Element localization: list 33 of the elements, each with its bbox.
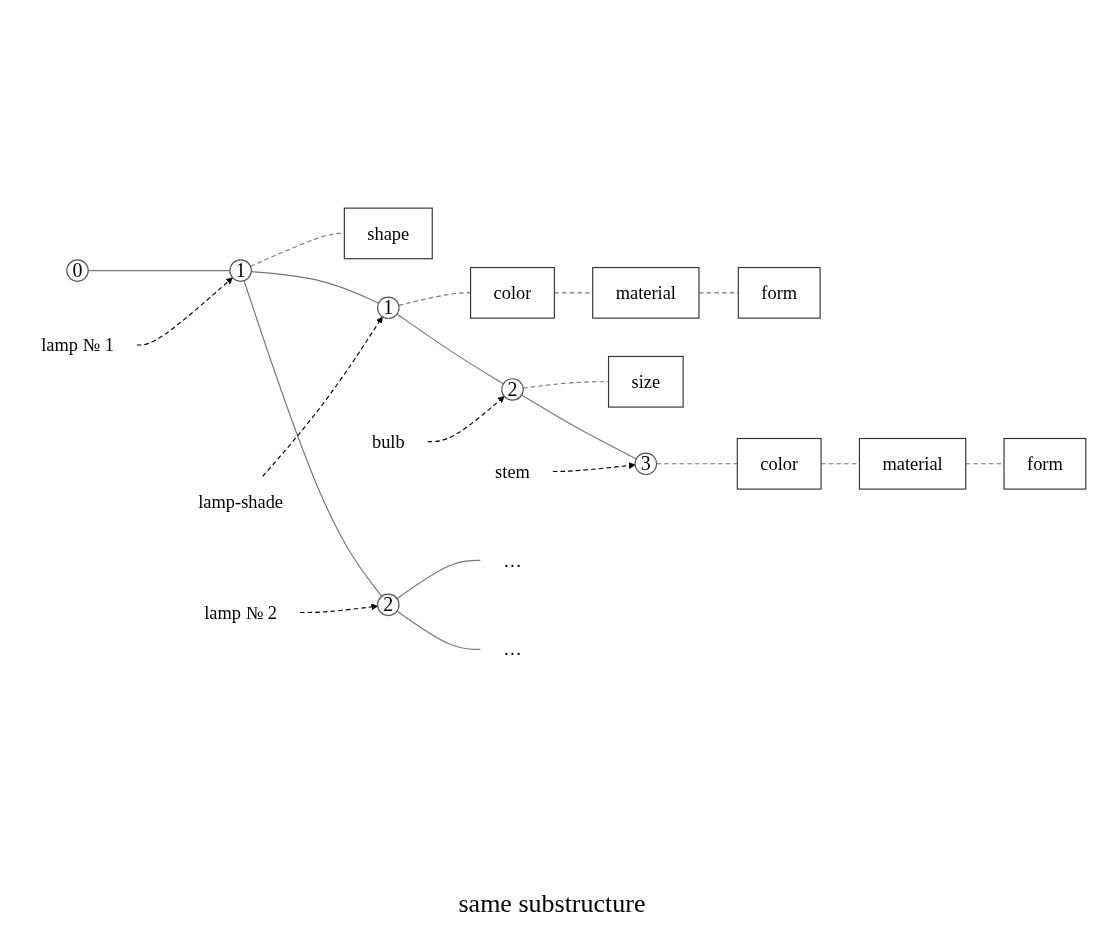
node-text: … <box>503 550 522 571</box>
connector <box>250 271 380 304</box>
node-box: shape <box>343 207 433 260</box>
arrow <box>299 603 378 614</box>
node-box: form <box>737 267 821 319</box>
connector <box>396 559 481 600</box>
node-circle: 3 <box>634 452 658 476</box>
node-circle: 1 <box>377 296 400 320</box>
node-text: lamp № 2 <box>204 602 278 623</box>
connector <box>396 610 481 650</box>
node-circle: 2 <box>501 378 524 401</box>
node-box: form <box>1003 438 1087 490</box>
node-text: stem <box>495 461 530 482</box>
node-box: color <box>736 438 822 490</box>
node-text: … <box>503 639 522 660</box>
connector <box>243 280 383 598</box>
node-box: color <box>470 267 555 319</box>
node-box: size <box>608 356 684 408</box>
node-circle: 1 <box>229 259 252 283</box>
node-box: material <box>592 267 700 319</box>
note-text: same substructure <box>458 889 646 919</box>
node-text: bulb <box>371 431 405 452</box>
node-text: lamp № 1 <box>41 335 114 356</box>
arrow <box>136 277 233 346</box>
connector <box>521 394 637 460</box>
node-box: material <box>858 438 967 490</box>
node-circle: 2 <box>377 593 400 617</box>
node-circle: 0 <box>66 259 89 283</box>
node-text: lamp-shade <box>198 491 284 512</box>
arrow <box>262 316 383 478</box>
arrow <box>552 462 636 473</box>
arrow <box>427 396 505 443</box>
connector <box>396 313 504 385</box>
